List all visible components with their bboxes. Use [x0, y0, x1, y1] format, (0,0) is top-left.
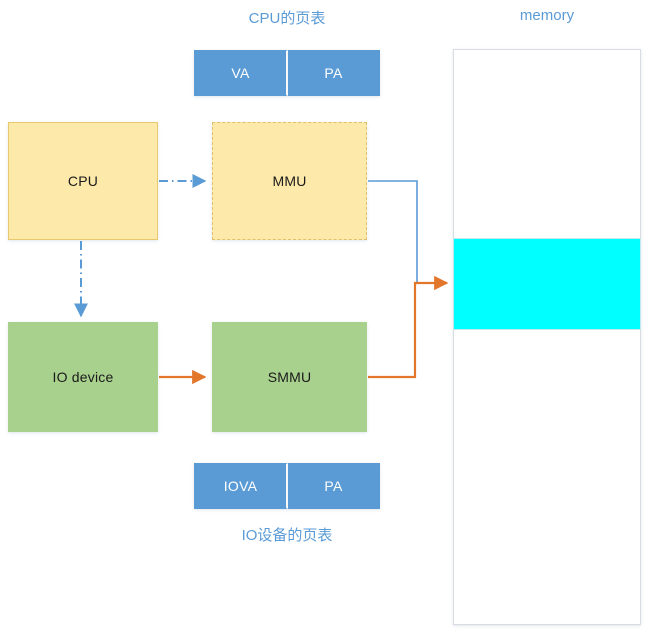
io-page-table-cell-pa: PA — [288, 463, 380, 509]
node-mmu: MMU — [212, 122, 367, 240]
node-smmu: SMMU — [212, 322, 367, 432]
node-io-device: IO device — [8, 322, 158, 432]
cpu-page-table-caption: CPU的页表 — [248, 10, 326, 27]
memory-caption: memory — [519, 7, 575, 24]
memory-highlighted-page — [453, 238, 641, 330]
memory-frame — [453, 49, 641, 625]
node-cpu: CPU — [8, 122, 158, 240]
io-page-table-caption: IO设备的页表 — [241, 527, 333, 544]
cpu-page-table-cell-va: VA — [194, 50, 288, 96]
connector-mmu-to-memory — [368, 180, 418, 283]
io-page-table-cell-iova: IOVA — [194, 463, 288, 509]
connector-smmu-to-memory — [368, 275, 449, 379]
cpu-page-table-cell-pa: PA — [288, 50, 380, 96]
